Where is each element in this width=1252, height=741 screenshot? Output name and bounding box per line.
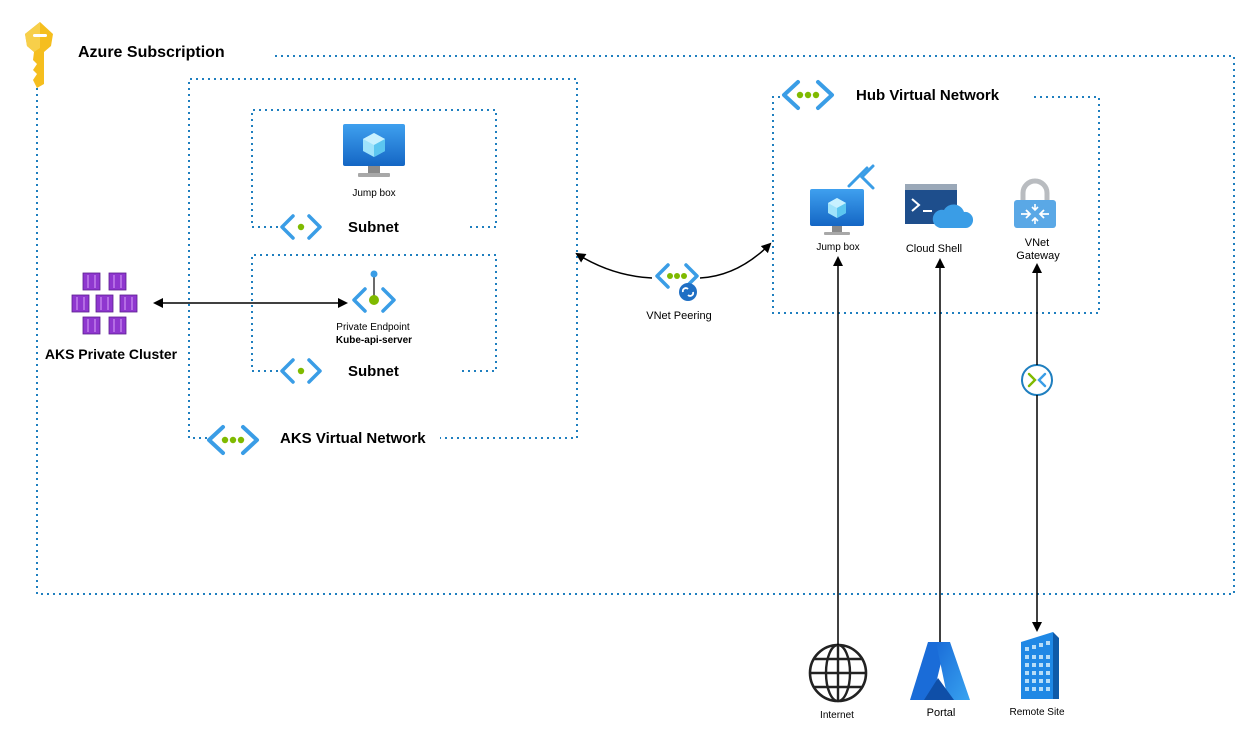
jumpbox-vm-icon [343, 124, 405, 177]
subnet-bottom-boundary [251, 254, 497, 372]
subscription-boundary [36, 55, 1235, 595]
aks-vnet-icon [207, 425, 259, 455]
subnet-top-label: Subnet [348, 219, 399, 236]
subnet-bottom-icon [280, 358, 322, 384]
internet-globe-icon [808, 643, 868, 703]
subnet-bottom-label: Subnet [348, 363, 399, 380]
portal-label: Portal [926, 707, 956, 719]
azure-portal-logo-icon [910, 642, 970, 700]
remote-site-label: Remote Site [1009, 707, 1065, 718]
hub-jumpbox-label: Jump box [816, 242, 860, 253]
gateway-label-line1: VNet [1024, 237, 1050, 249]
private-endpoint-icon [352, 270, 396, 313]
subscription-title: Azure Subscription [78, 44, 225, 61]
jumpbox-label: Jump box [352, 188, 396, 199]
aks-vnet-boundary [188, 78, 578, 439]
cloud-shell-label: Cloud Shell [905, 243, 963, 255]
aks-cluster-icon [71, 272, 138, 335]
hub-jumpbox-vm-icon [810, 164, 875, 235]
remote-site-building-icon [1021, 632, 1059, 699]
internet-label: Internet [820, 710, 854, 721]
subscription-key-icon [25, 22, 53, 88]
hub-vnet-boundary [772, 96, 1100, 314]
cloud-shell-icon [905, 184, 974, 228]
gateway-label-line2: Gateway [1016, 250, 1060, 262]
vnet-gateway-icon [1014, 178, 1056, 228]
subnet-top-icon [280, 214, 322, 240]
hub-vnet-title: Hub Virtual Network [856, 87, 1000, 104]
kube-api-server-label: Kube-api-server [335, 335, 413, 346]
vnet-peering-icon [655, 263, 699, 301]
aks-cluster-label: AKS Private Cluster [44, 346, 178, 362]
connection-icon [1021, 364, 1053, 396]
vnet-peering-label: VNet Peering [646, 310, 712, 322]
hub-vnet-icon [782, 80, 834, 110]
peering-connector [575, 242, 772, 279]
aks-vnet-title: AKS Virtual Network [280, 430, 426, 447]
private-endpoint-label: Private Endpoint [336, 322, 410, 333]
subnet-top-boundary [251, 109, 497, 228]
